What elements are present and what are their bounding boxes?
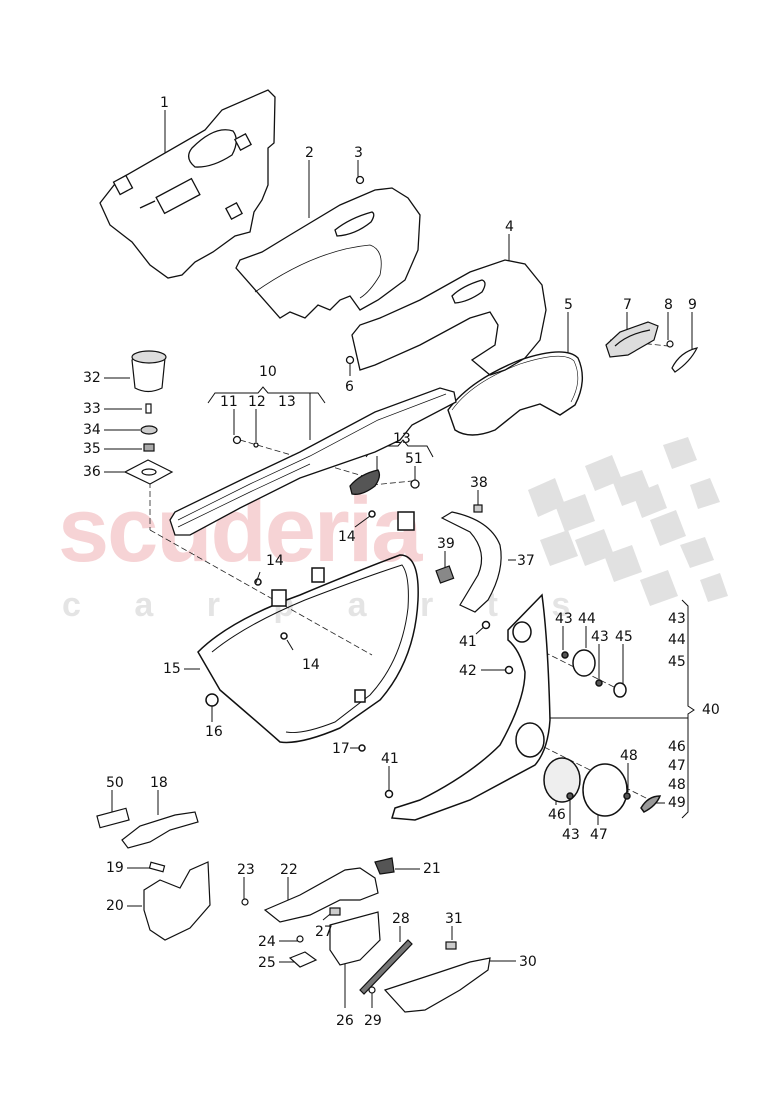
callout-label-c29: 29 <box>364 1013 382 1029</box>
callout-label-c35: 35 <box>83 441 101 457</box>
part-22-armrest-cover <box>241 857 491 1013</box>
callout-label-c47: 47 <box>590 827 608 843</box>
callout-label-c43b: 43 <box>591 629 609 645</box>
part-32-cup-holder <box>123 350 174 485</box>
callout-label-c25: 25 <box>258 955 276 971</box>
callout-label-c10: 10 <box>259 364 277 380</box>
callout-label-c33: 33 <box>83 401 101 417</box>
callout-label-c4: 4 <box>505 219 514 235</box>
callout-label-c6: 6 <box>345 379 354 395</box>
callout-label-c36: 36 <box>83 464 101 480</box>
callout-label-c17: 17 <box>332 741 350 757</box>
callout-label-c44r: 44 <box>668 632 686 648</box>
callout-label-c48: 48 <box>620 748 638 764</box>
callout-label-c26: 26 <box>336 1013 354 1029</box>
callout-label-c19: 19 <box>106 860 124 876</box>
callout-label-c22: 22 <box>280 862 298 878</box>
part-1-insulation-panel <box>99 89 276 279</box>
callout-label-c13a: 13 <box>278 394 296 410</box>
callout-label-c49r: 49 <box>668 795 686 811</box>
callout-label-c45r: 45 <box>668 654 686 670</box>
callout-label-c11: 11 <box>220 394 238 410</box>
callout-label-c46: 46 <box>548 807 566 823</box>
callout-label-c3: 3 <box>354 145 363 161</box>
callout-label-c14a: 14 <box>338 529 356 545</box>
callout-label-c14b: 14 <box>266 553 284 569</box>
callout-label-c34: 34 <box>83 422 101 438</box>
callout-label-c43a: 43 <box>555 611 573 627</box>
part-40-lower-door-trim <box>384 593 551 821</box>
callout-label-c28: 28 <box>392 911 410 927</box>
callout-label-c44a: 44 <box>578 611 596 627</box>
checkered-flag-logo <box>528 437 728 606</box>
callout-label-c8: 8 <box>664 297 673 313</box>
part-37-grab-strip <box>435 504 502 613</box>
callout-label-c31: 31 <box>445 911 463 927</box>
part-10-armrest-strip <box>169 387 457 536</box>
callout-label-c21: 21 <box>423 861 441 877</box>
part-2-upper-trim <box>235 175 421 319</box>
callout-label-c27: 27 <box>315 924 333 940</box>
part-18-bracket <box>96 807 211 941</box>
callout-label-c39: 39 <box>437 536 455 552</box>
part-7-door-handle <box>605 321 699 373</box>
callout-label-c43c: 43 <box>562 827 580 843</box>
callout-label-c5: 5 <box>564 297 573 313</box>
callout-label-c41a: 41 <box>459 634 477 650</box>
callout-label-c20: 20 <box>106 898 124 914</box>
callout-label-c23: 23 <box>237 862 255 878</box>
callout-label-c40: 40 <box>702 702 720 718</box>
callout-label-c13b: 13 <box>393 431 411 447</box>
callout-label-c14c: 14 <box>302 657 320 673</box>
part-15-door-frame <box>197 510 419 752</box>
callout-label-c45a: 45 <box>615 629 633 645</box>
callout-label-c12: 12 <box>248 394 266 410</box>
part-44-speaker-grille <box>543 649 662 817</box>
callout-label-c51: 51 <box>405 451 423 467</box>
callout-label-c7: 7 <box>623 297 632 313</box>
callout-label-c24: 24 <box>258 934 276 950</box>
callout-label-c18: 18 <box>150 775 168 791</box>
callout-label-c9: 9 <box>688 297 697 313</box>
callout-label-c16: 16 <box>205 724 223 740</box>
callout-label-c50: 50 <box>106 775 124 791</box>
callout-label-c41b: 41 <box>381 751 399 767</box>
callout-label-c2: 2 <box>305 145 314 161</box>
leader-lines <box>104 110 695 1008</box>
callout-label-c43r: 43 <box>668 611 686 627</box>
callout-label-c46r: 46 <box>668 739 686 755</box>
callout-label-c32: 32 <box>83 370 101 386</box>
callout-label-c30: 30 <box>519 954 537 970</box>
callout-label-c15: 15 <box>163 661 181 677</box>
callout-label-c48r: 48 <box>668 777 686 793</box>
part-5-seal <box>447 351 583 436</box>
callout-label-c42: 42 <box>459 663 477 679</box>
callout-label-c37: 37 <box>517 553 535 569</box>
callout-label-c1: 1 <box>160 95 169 111</box>
callout-label-c47r: 47 <box>668 758 686 774</box>
callout-label-c38: 38 <box>470 475 488 491</box>
